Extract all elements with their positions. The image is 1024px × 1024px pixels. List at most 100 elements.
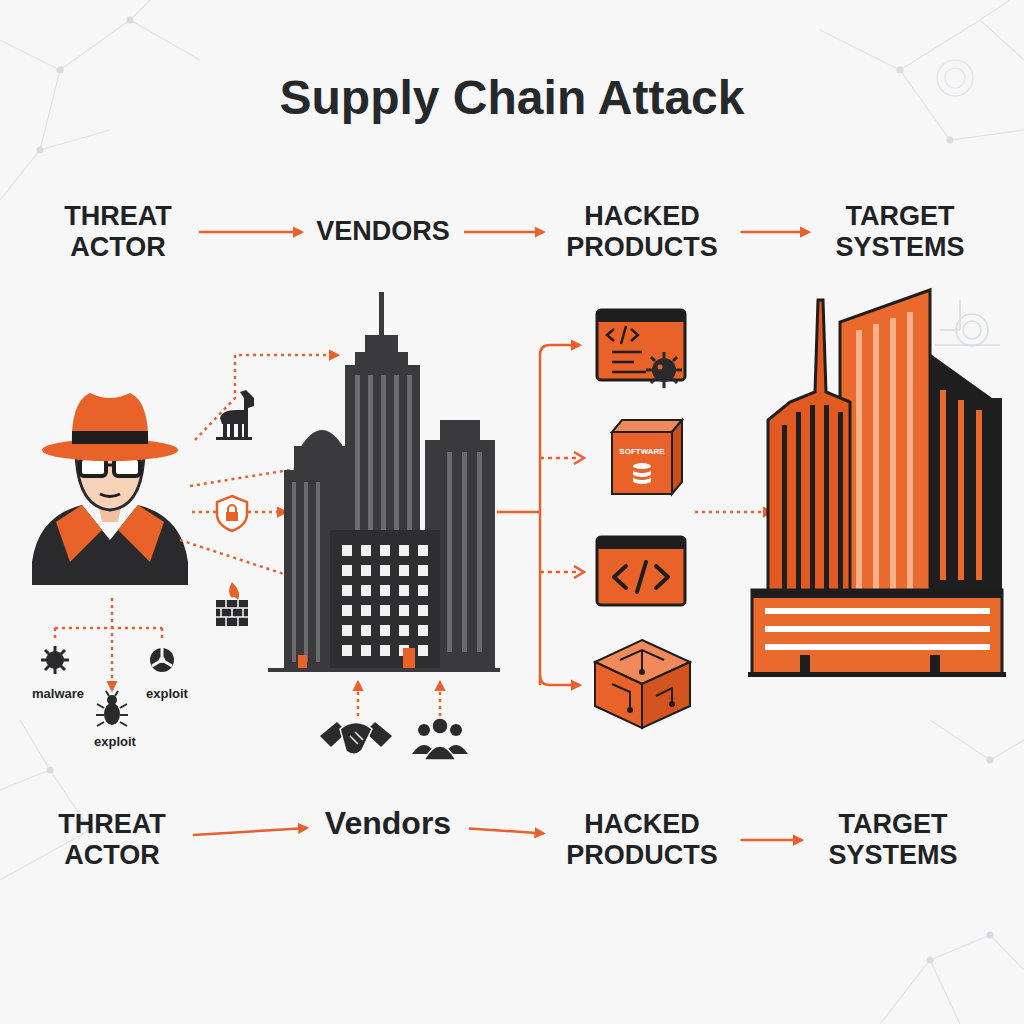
- virus-core: [652, 358, 676, 382]
- flame: [229, 582, 239, 600]
- box-label: SOFTWARE: [619, 447, 664, 456]
- building-windows: [292, 482, 320, 662]
- bug-icon: [96, 691, 128, 726]
- software-box-icon: [612, 420, 682, 494]
- flow-step: TARGET SYSTEMS: [808, 809, 978, 871]
- code-glyph: [607, 326, 646, 372]
- cube-left: [595, 662, 642, 728]
- bug-head: [107, 695, 117, 705]
- code-window-icon: [597, 537, 685, 605]
- icon-label: exploit: [94, 734, 136, 749]
- bug-body: [104, 703, 120, 725]
- shield: [217, 496, 247, 531]
- step-label: THREAT ACTOR: [43, 201, 193, 263]
- brick-wall: [216, 600, 248, 626]
- fingerprint-ring: [963, 321, 981, 339]
- circuit-node: [669, 701, 675, 707]
- bracket-arrowhead: [574, 452, 584, 578]
- attack-line: [439, 682, 442, 716]
- network-dot: [37, 147, 44, 154]
- infected-code-icon: [597, 310, 685, 388]
- ground-line: [268, 668, 500, 672]
- flow-step: HACKED PRODUCTS: [550, 809, 735, 871]
- step-label: VENDORS: [308, 216, 458, 247]
- flow-arrow: [741, 839, 803, 842]
- person-body: [424, 746, 456, 760]
- fingerprint-ring: [956, 314, 988, 346]
- network-dot: [987, 932, 994, 939]
- product-bracket: [497, 345, 584, 685]
- building-windows: [447, 452, 482, 652]
- circuit-decoration: [935, 300, 1000, 345]
- target-front-building: [752, 590, 1002, 675]
- finger-lines: [350, 732, 363, 744]
- database-glyph: [633, 463, 651, 469]
- virus-spikes: [646, 352, 682, 388]
- window-grid: [340, 543, 432, 663]
- flow-arrow: [741, 231, 810, 234]
- flow-step: TARGET SYSTEMS: [815, 201, 985, 263]
- horse-base: [216, 437, 252, 440]
- attack-line: [195, 355, 338, 440]
- lock-body: [226, 512, 238, 521]
- network-ring: [937, 60, 973, 96]
- network-dot: [897, 67, 904, 74]
- virus-spikes: [41, 646, 69, 674]
- network-ring: [945, 68, 965, 88]
- trojan-horse-icon: [216, 390, 254, 440]
- roof-band: [752, 590, 1002, 598]
- hacker-collar: [118, 505, 164, 562]
- building-doors: [800, 655, 940, 673]
- bracket-line: [540, 675, 580, 685]
- circuit-cube-icon: [595, 640, 690, 728]
- horse-body: [220, 390, 254, 424]
- icon-label: exploit: [146, 686, 188, 701]
- network-lines: [820, 0, 1024, 140]
- diagram-title: Supply Chain Attack: [0, 70, 1024, 125]
- code-glyph: [614, 562, 668, 592]
- flow-arrow: [469, 828, 544, 833]
- window-bands: [765, 608, 990, 650]
- attack-line: [357, 682, 360, 716]
- vendor-front-building: [330, 530, 440, 670]
- flow-step: THREAT ACTOR: [43, 201, 193, 263]
- attack-line: [111, 598, 114, 690]
- code-window: [597, 537, 685, 605]
- icon-label: malware: [32, 686, 84, 701]
- building-windows: [782, 405, 843, 590]
- flow-arrow: [199, 231, 302, 234]
- network-lines: [0, 0, 200, 200]
- horse-legs: [223, 424, 248, 438]
- attack-line: [55, 628, 162, 642]
- window-bar: [597, 310, 685, 322]
- step-label: TARGET SYSTEMS: [815, 201, 985, 263]
- person-head: [432, 718, 448, 734]
- cube-right: [642, 662, 690, 728]
- step-label: THREAT ACTOR: [37, 809, 187, 871]
- network-dot: [47, 767, 54, 774]
- network-dots: [37, 17, 994, 964]
- circuit-traces: [612, 650, 672, 710]
- vendor-door: [298, 655, 307, 670]
- network-dot: [57, 67, 64, 74]
- hacker-hat: [72, 393, 148, 448]
- box-top: [612, 420, 682, 432]
- window-bar: [597, 537, 685, 549]
- vendor-building-top: [294, 446, 346, 472]
- shield-lock-icon: [217, 496, 247, 531]
- handshake-icon: [320, 722, 392, 754]
- person-head: [418, 724, 430, 736]
- hacker-features: [100, 465, 120, 497]
- people-icon: [412, 718, 468, 760]
- flow-step: Vendors: [313, 805, 463, 842]
- hacker-figure: [32, 393, 188, 585]
- firewall-icon: [216, 582, 248, 626]
- target-buildings: [748, 290, 1006, 677]
- circuit-node: [639, 669, 645, 675]
- tower-windows: [355, 375, 412, 535]
- bracket-line: [497, 345, 580, 685]
- step-label: HACKED PRODUCTS: [550, 201, 735, 263]
